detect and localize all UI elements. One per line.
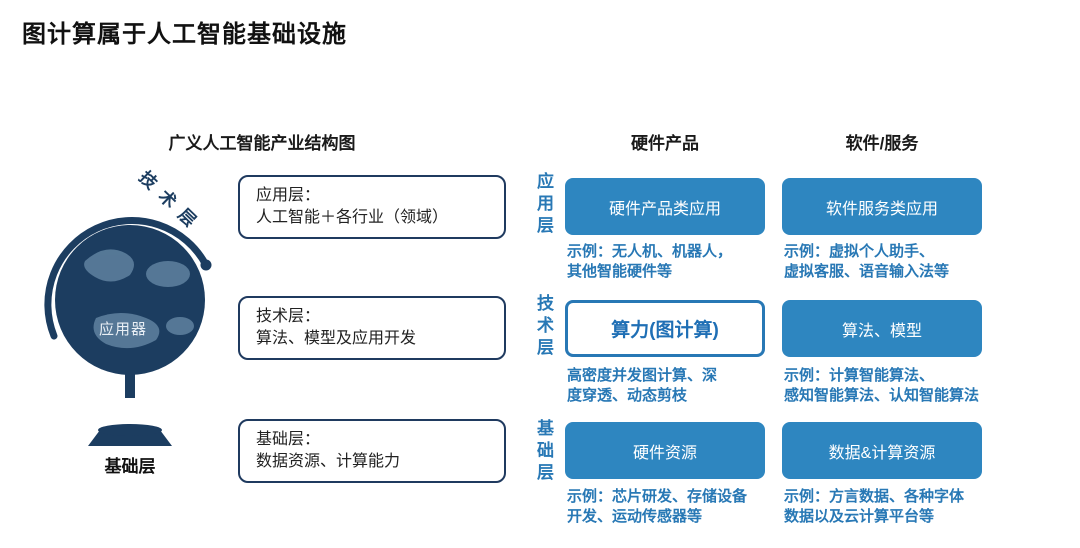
vertical-label-application: 应用层: [534, 172, 553, 238]
cell-algorithm-model: 算法、模型: [782, 300, 982, 357]
cell-hardware-resource: 硬件资源: [565, 422, 765, 479]
globe-stand-top: [98, 424, 162, 436]
cell-data-computing-resource: 数据&计算资源: [782, 422, 982, 479]
vertical-label-foundation: 基础层: [534, 419, 553, 485]
layer-box-application-title: 应用层：: [256, 186, 321, 204]
caption-software-application: 示例：虚拟个人助手、 虚拟客服、语音输入法等: [784, 243, 950, 280]
caption-graph-computing: 高密度并发图计算、深 度穿透、动态剪枝: [567, 367, 718, 404]
globe-stand-neck: [125, 366, 135, 398]
layer-box-foundation-title: 基础层：: [256, 430, 321, 448]
vertical-label-technology: 技术层: [534, 294, 553, 360]
cell-software-application: 软件服务类应用: [782, 178, 982, 235]
globe-base-label: 基础层: [104, 457, 156, 476]
hardware-column-header: 硬件产品: [631, 134, 699, 153]
globe-sphere-label: 应用器: [99, 321, 148, 338]
left-structure-header: 广义人工智能产业结构图: [168, 134, 356, 153]
layer-box-foundation-desc: 数据资源、计算能力: [256, 453, 401, 470]
layer-box-application-desc: 人工智能＋各行业（领域）: [256, 209, 449, 226]
caption-hardware-resource: 示例：芯片研发、存储设备 开发、运动传感器等: [567, 488, 748, 525]
caption-data-computing-resource: 示例：方言数据、各种字体 数据以及云计算平台等: [784, 488, 965, 525]
cell-hardware-application: 硬件产品类应用: [565, 178, 765, 235]
caption-algorithm-model: 示例：计算智能算法、 感知智能算法、认知智能算法: [784, 367, 980, 404]
layer-box-application: 应用层： 人工智能＋各行业（领域）: [238, 175, 506, 239]
page-title: 图计算属于人工智能基础设施: [22, 21, 347, 48]
globe-continents: [84, 249, 194, 349]
layer-box-technology-title: 技术层：: [256, 307, 321, 325]
globe-meridian-arm: [44, 217, 210, 340]
globe-arm-knob: [200, 259, 212, 271]
layer-box-foundation: 基础层： 数据资源、计算能力: [238, 419, 506, 483]
globe-illustration: [44, 217, 212, 446]
caption-hardware-application: 示例：无人机、机器人， 其他智能硬件等: [567, 243, 733, 280]
layer-box-technology-desc: 算法、模型及应用开发: [256, 330, 417, 347]
cell-graph-computing: 算力(图计算): [565, 300, 765, 357]
layer-box-technology: 技术层： 算法、模型及应用开发: [238, 296, 506, 360]
globe-sphere: [55, 225, 205, 375]
software-column-header: 软件/服务: [845, 134, 919, 153]
